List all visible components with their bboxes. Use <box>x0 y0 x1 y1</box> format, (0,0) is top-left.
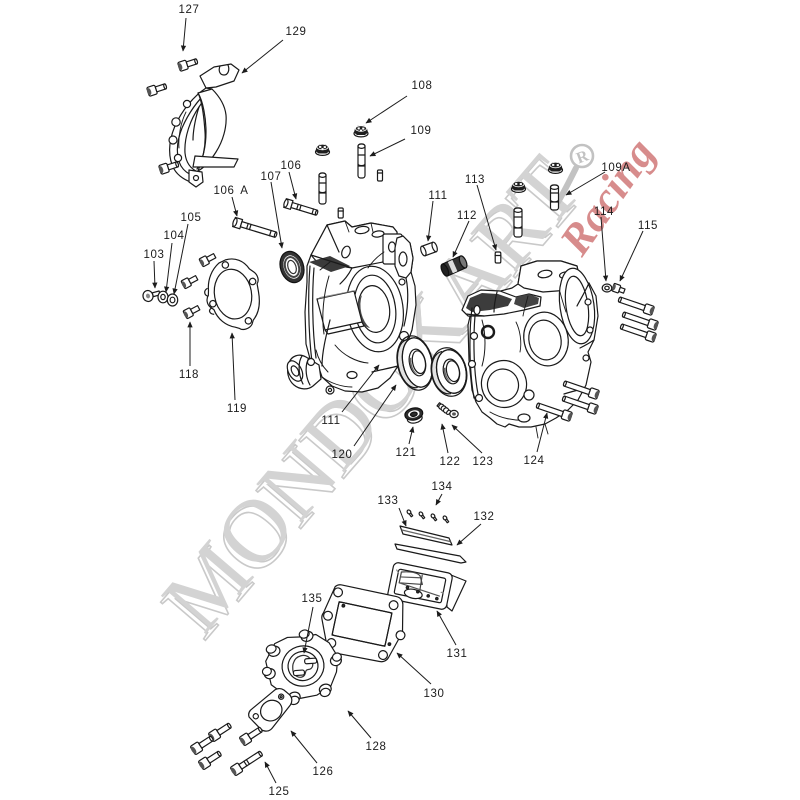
svg-text:112: 112 <box>457 210 477 222</box>
svg-text:106 A: 106 A <box>213 185 248 197</box>
svg-text:119: 119 <box>227 403 247 415</box>
svg-text:111: 111 <box>321 415 340 427</box>
svg-text:129: 129 <box>286 26 307 38</box>
svg-text:127: 127 <box>179 4 200 16</box>
svg-text:133: 133 <box>378 495 399 507</box>
svg-text:115: 115 <box>638 220 658 232</box>
svg-text:134: 134 <box>432 481 453 493</box>
svg-text:125: 125 <box>269 786 290 798</box>
svg-text:121: 121 <box>396 447 417 459</box>
svg-text:111: 111 <box>428 190 447 202</box>
svg-text:131: 131 <box>447 648 468 660</box>
svg-text:114: 114 <box>594 206 614 218</box>
svg-text:123: 123 <box>473 456 494 468</box>
svg-text:118: 118 <box>179 369 199 381</box>
svg-text:109: 109 <box>411 125 432 137</box>
svg-text:135: 135 <box>302 593 323 605</box>
svg-text:103: 103 <box>144 249 165 261</box>
svg-text:104: 104 <box>164 230 185 242</box>
svg-text:109A: 109A <box>601 162 630 174</box>
svg-text:105: 105 <box>181 212 202 224</box>
svg-text:107: 107 <box>261 171 282 183</box>
svg-text:108: 108 <box>412 80 433 92</box>
svg-text:106: 106 <box>281 160 302 172</box>
svg-text:126: 126 <box>313 766 334 778</box>
svg-text:128: 128 <box>366 741 387 753</box>
svg-text:132: 132 <box>474 511 495 523</box>
svg-text:113: 113 <box>465 174 485 186</box>
svg-text:120: 120 <box>332 449 353 461</box>
svg-text:124: 124 <box>524 455 545 467</box>
svg-text:122: 122 <box>440 456 461 468</box>
svg-text:130: 130 <box>424 688 445 700</box>
